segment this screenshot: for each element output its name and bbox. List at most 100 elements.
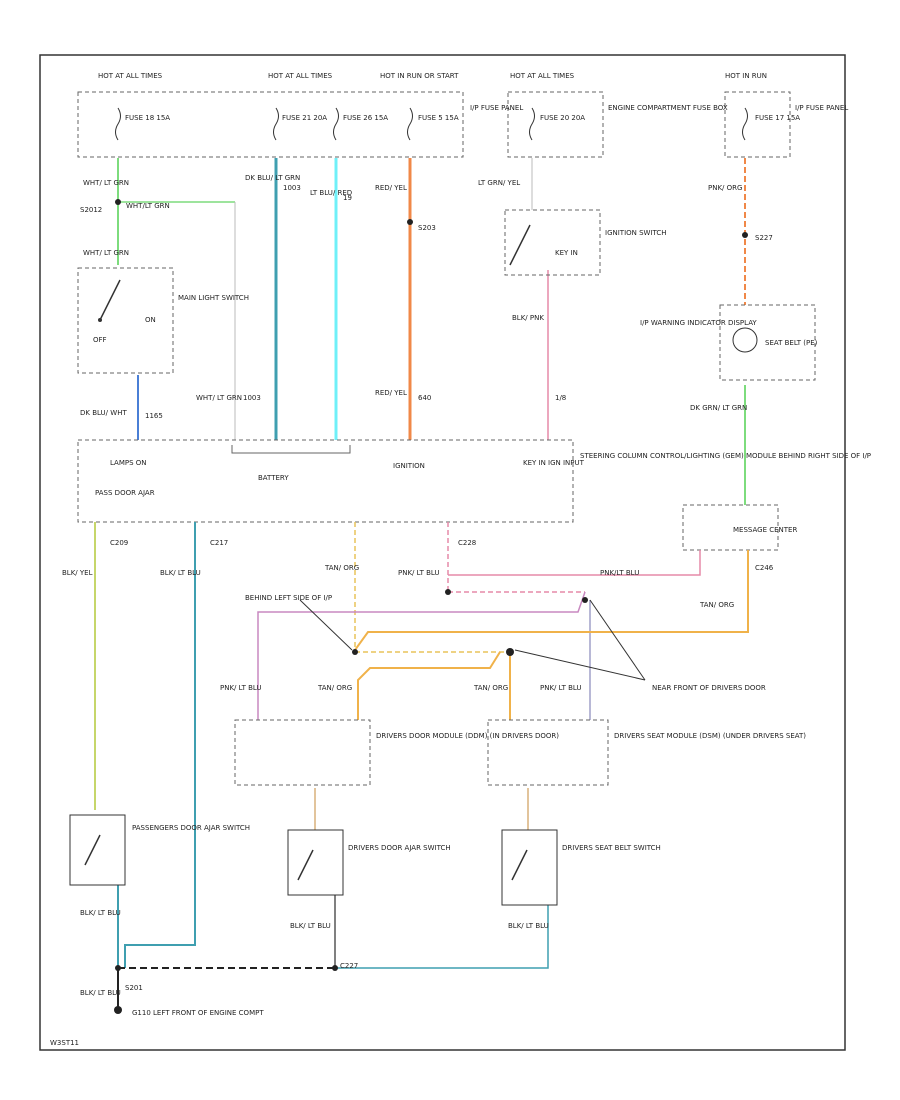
label-w3: 1003 [283,184,301,192]
message-center-label: MESSAGE CENTER [733,526,797,534]
battery-bracket [231,445,351,454]
main-switch-off: OFF [93,336,107,344]
gem-pass-door: PASS DOOR AJAR [95,489,155,497]
label-w4: LT BLU/ RED [310,189,352,197]
fuse3-hot: HOT IN RUN OR START [380,72,459,80]
diagram-id: W3ST11 [50,1039,79,1047]
main-switch-blade [99,279,121,321]
label-w28: BLK/ LT BLU [80,989,121,997]
leader-left [299,599,353,651]
label-w5: 19 [343,194,352,202]
ignition-key-in: KEY IN [555,249,578,257]
dsm-box [487,719,609,786]
ignition-switch-blade [509,224,531,266]
fuse2b-fuse: FUSE 26 15A [343,114,388,122]
label-w6: RED/ YEL [375,184,407,192]
fuse5-fuse: FUSE 17 15A [755,114,800,122]
seat-belt-lamp [732,327,758,353]
label-w13b: 640 [418,394,431,402]
driver-belt-switch-label: DRIVERS SEAT BELT SWITCH [562,844,661,852]
label-w17: TAN/ ORG [324,564,359,572]
splice-c227 [332,965,338,971]
wire-blk-ltblu-left [124,522,196,968]
splice-s227b [582,597,588,603]
label-w10b: 1165 [145,412,163,420]
fuse2-fuse: FUSE 21 20A [282,114,327,122]
splice-tan-right [506,648,514,656]
label-w11b: 1/8 [555,394,566,402]
splice-s201 [115,965,121,971]
label-w25: BLK/ LT BLU [80,909,121,917]
driver-door-switch-label: DRIVERS DOOR AJAR SWITCH [348,844,451,852]
label-w2: DK BLU/ LT GRN [245,174,300,182]
label-w13: RED/ YEL [375,389,407,397]
label-w24: TAN/ ORG [473,684,508,692]
splice-s227 [742,232,748,238]
label-w9: WHT/ LT GRN [83,249,129,257]
diagram-border [39,54,846,1051]
gem-lamps-on: LAMPS ON [110,459,147,467]
gem-label: STEERING COLUMN CONTROL/LIGHTING (GEM) M… [580,452,871,460]
splice-s203 [407,219,413,225]
fuse3-fuse: FUSE 5 15A [418,114,459,122]
fuse-symbol-6 [742,107,748,141]
fuse5-hot: HOT IN RUN [725,72,767,80]
wire-dsm-switch-gnd [335,905,549,969]
fuse-panel-left [77,91,464,158]
splice-s228 [445,589,451,595]
label-w22: TAN/ ORG [317,684,352,692]
fuse4-fuse: FUSE 20 20A [540,114,585,122]
label-w16: BLK/ LT BLU [160,569,201,577]
fuse1-hot: HOT AT ALL TIMES [98,72,163,80]
label-c1: C209 [110,539,128,547]
gem-key-input: KEY IN IGN INPUT [523,459,585,467]
fuse-symbol-4 [407,107,413,141]
label-w20: TAN/ ORG [699,601,734,609]
label-w12: WHT/ LT GRN [196,394,242,402]
main-switch-on: ON [145,316,156,324]
ground-point [114,1006,122,1014]
label-w10: DK BLU/ WHT [80,409,127,417]
splice-s2012 [115,199,121,205]
label-w19: PNK/LT BLU [600,569,639,577]
label-s1b: WHT/LT GRN [126,202,170,210]
ddm-label: DRIVERS DOOR MODULE (DDM) (IN DRIVERS DO… [376,732,559,740]
leader-right-2 [589,599,646,681]
label-c3: C228 [458,539,476,547]
label-w1: WHT/ LT GRN [83,179,129,187]
fuse-panel-engine [507,91,604,158]
driver-door-switch-blade [297,849,314,881]
driver-belt-switch-box [501,829,558,906]
wire-tan-org-mc [354,550,749,651]
fuse-panel-right [724,91,791,158]
splice-gem-tan [352,649,358,655]
driver-door-switch-box [287,829,344,896]
label-w7: LT GRN/ YEL [478,179,520,187]
label-w12b: 1003 [243,394,261,402]
label-c2: C217 [210,539,228,547]
fuse3-panel: I/P FUSE PANEL [470,104,523,112]
splice-note-right: NEAR FRONT OF DRIVERS DOOR [652,684,766,692]
dsm-label: DRIVERS SEAT MODULE (DSM) (UNDER DRIVERS… [614,732,806,740]
indicator-box [719,304,816,381]
pass-door-switch-blade [84,834,101,866]
gem-module-box [77,439,574,523]
label-s201: S201 [125,984,143,992]
gem-battery: BATTERY [258,474,289,482]
wire-pnk-ltblu-diag [257,591,586,720]
main-switch-label: MAIN LIGHT SWITCH [178,294,249,302]
label-w27: BLK/ LT BLU [508,922,549,930]
ground-label: G110 LEFT FRONT OF ENGINE COMPT [132,1009,264,1017]
label-w21: PNK/ LT BLU [220,684,262,692]
label-w8: PNK/ ORG [708,184,742,192]
seat-belt-label: SEAT BELT (PE) [765,339,818,347]
leader-right-1 [514,649,646,681]
fuse-symbol-5 [529,107,535,141]
gem-ignition: IGNITION [393,462,425,470]
ignition-switch-label: IGNITION SWITCH [605,229,667,237]
fuse-symbol-1 [115,107,121,141]
label-w15: BLK/ YEL [62,569,93,577]
fuse5-panel: I/P FUSE PANEL [795,104,848,112]
label-w18: PNK/ LT BLU [398,569,440,577]
